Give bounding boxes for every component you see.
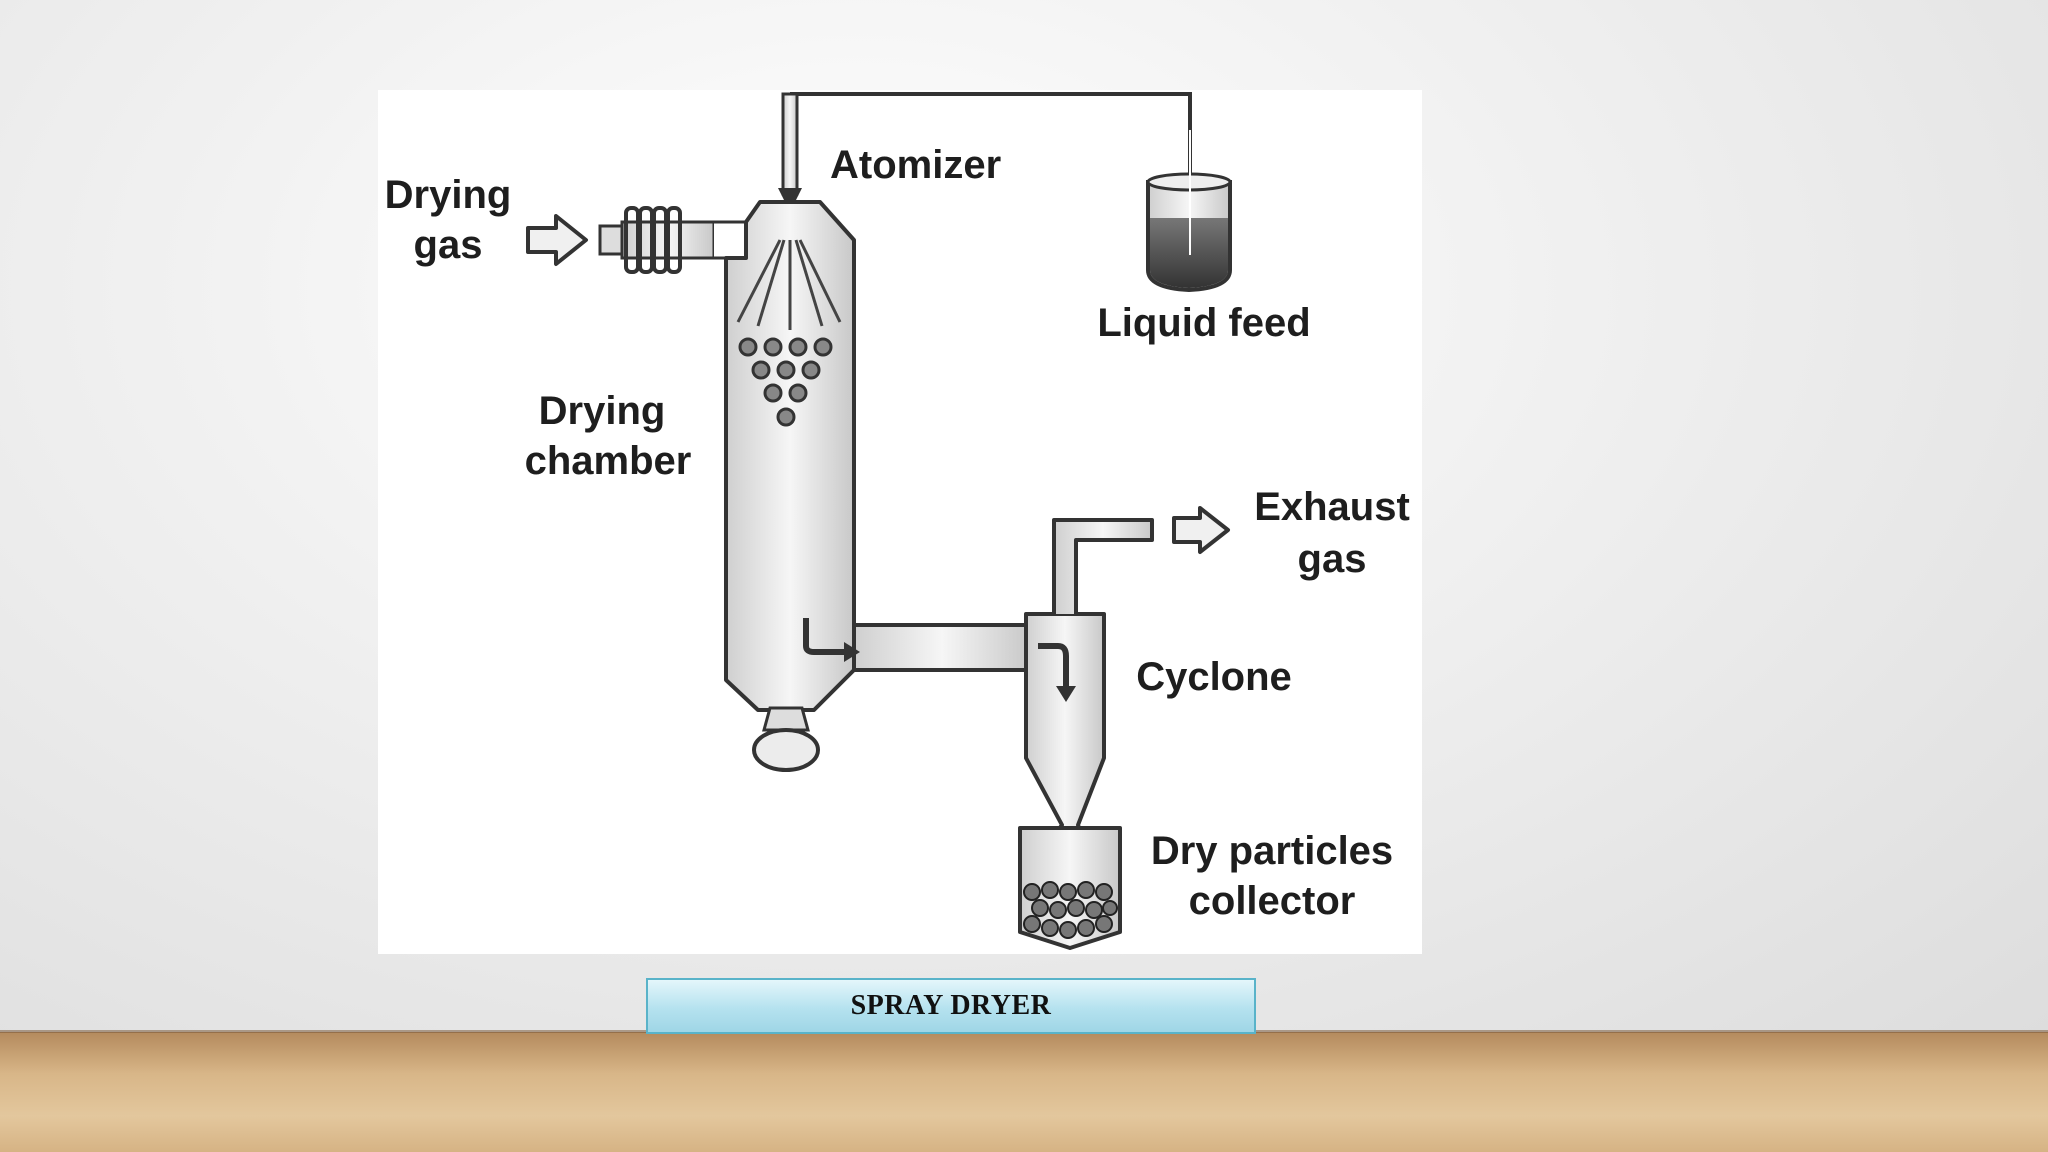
diagram-drawing: Drying gas Atomizer Liquid feed Drying c… (385, 92, 1410, 950)
spray-lines (736, 239, 842, 330)
label-collector-line2: collector (1189, 879, 1356, 923)
label-exhaust-gas-line2: gas (1298, 537, 1367, 581)
label-drying-chamber-line1: Drying (539, 389, 666, 433)
label-liquid-feed: Liquid feed (1097, 301, 1310, 345)
liquid-feed-tank (1146, 130, 1232, 293)
drying-gas-arrow-icon (526, 214, 588, 266)
label-collector-line1: Dry particles (1151, 829, 1393, 873)
floor-decoration (0, 1032, 2048, 1152)
label-exhaust-gas-line1: Exhaust (1254, 485, 1410, 529)
drying-chamber (724, 200, 856, 772)
spray-dryer-diagram: Drying gas Atomizer Liquid feed Drying c… (378, 90, 1422, 954)
collector-jar (1018, 826, 1122, 950)
label-drying-gas-line1: Drying (385, 173, 512, 217)
exhaust-arrow-icon (1172, 506, 1230, 554)
collected-particles (1023, 881, 1118, 939)
caption-box: SPRAY DRYER (646, 978, 1256, 1034)
label-drying-chamber-line2: chamber (525, 439, 692, 483)
label-atomizer: Atomizer (830, 143, 1001, 187)
label-drying-gas-line2: gas (414, 223, 483, 267)
cyclone (1024, 518, 1154, 832)
label-cyclone: Cyclone (1136, 655, 1292, 699)
drying-gas-inlet (598, 206, 746, 274)
caption-title: SPRAY DRYER (850, 990, 1052, 1021)
droplets (738, 337, 833, 427)
